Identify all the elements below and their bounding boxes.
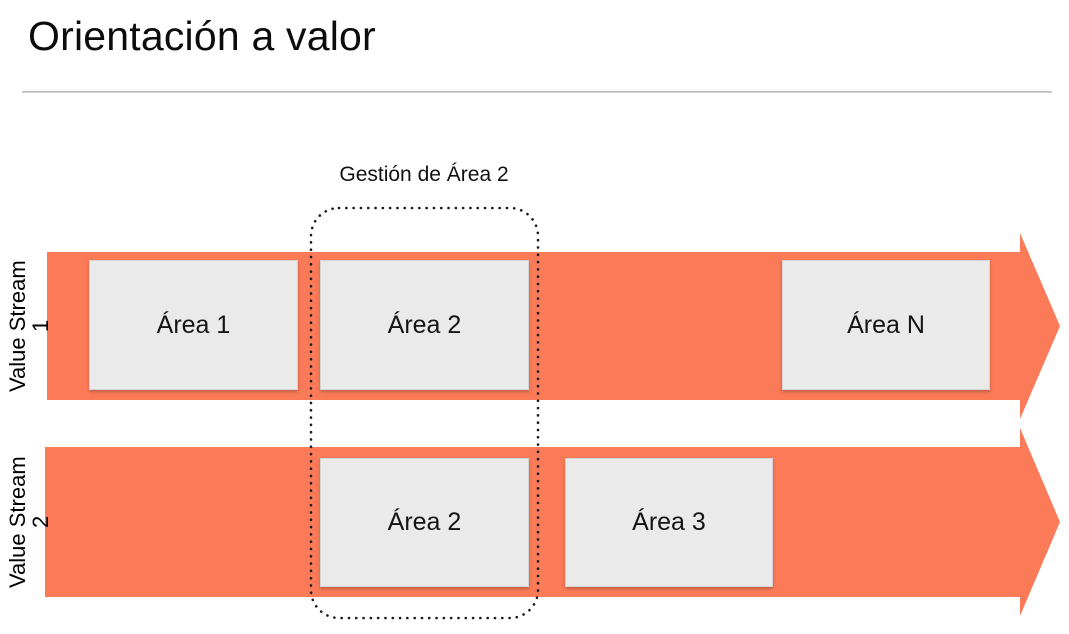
value-stream-1-number: 1 bbox=[28, 319, 53, 333]
title-divider bbox=[22, 91, 1052, 93]
area-box-label: Área 2 bbox=[387, 310, 462, 339]
value-stream-2-number: 2 bbox=[28, 515, 53, 529]
area-box-vs1-areaN: Área N bbox=[782, 260, 990, 390]
area-box-label: Área 2 bbox=[387, 508, 462, 536]
area-box-label: Área N bbox=[847, 310, 925, 339]
area-box-vs2-area3: Área 3 bbox=[565, 458, 773, 587]
value-stream-2-arrow bbox=[45, 428, 1060, 616]
area2-group-caption: Gestión de Área 2 bbox=[339, 163, 509, 186]
value-stream-2-label: Value Stream 2 bbox=[5, 447, 53, 597]
value-stream-1-label-text: Value Stream bbox=[5, 260, 30, 392]
value-stream-1-label: Value Stream 1 bbox=[5, 252, 53, 400]
page-title: Orientación a valor bbox=[28, 13, 376, 59]
area-box-vs1-area2: Área 2 bbox=[320, 260, 529, 390]
area-box-vs2-area2: Área 2 bbox=[320, 458, 529, 587]
area-box-vs1-area1: Área 1 bbox=[89, 260, 298, 390]
area-box-label: Área 1 bbox=[156, 310, 231, 339]
value-stream-2-label-text: Value Stream bbox=[5, 456, 30, 588]
area-box-label: Área 3 bbox=[632, 508, 706, 536]
